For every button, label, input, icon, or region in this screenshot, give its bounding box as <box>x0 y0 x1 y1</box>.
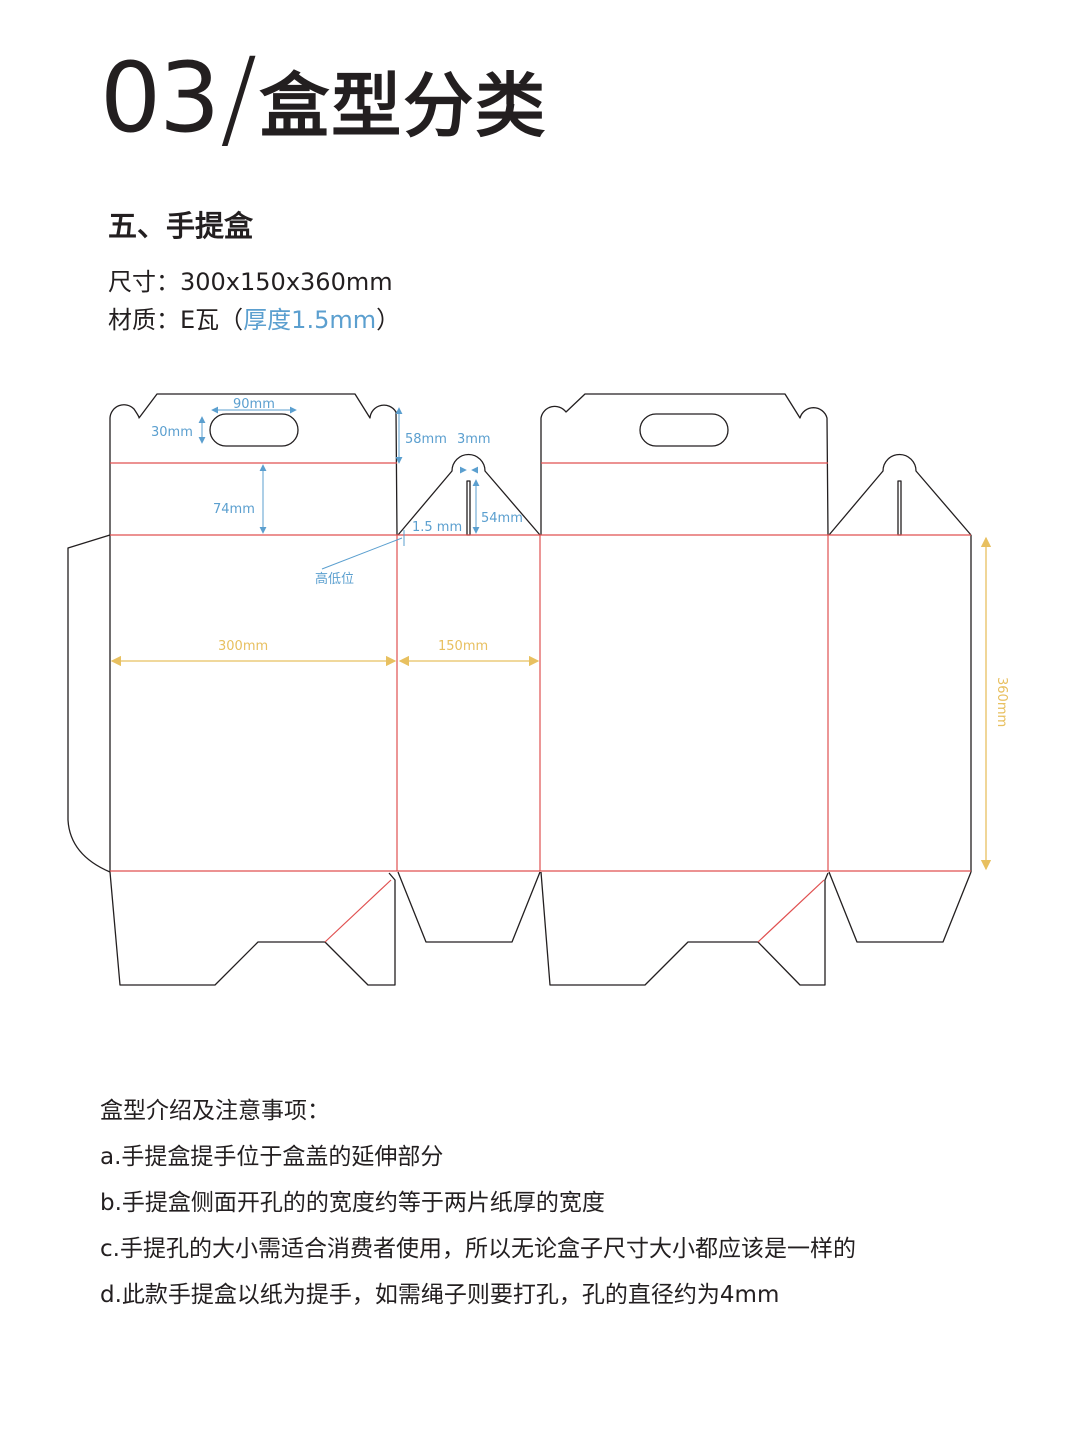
material-end: ） <box>376 306 401 334</box>
label-step: 高低位 <box>315 571 354 587</box>
size-spec: 尺寸：300x150x360mm <box>108 262 393 297</box>
bottom-flap-side-2 <box>828 871 972 943</box>
label-side-width: 150mm <box>438 639 488 654</box>
size-label: 尺寸： <box>108 268 180 296</box>
material-label: 材质： <box>108 306 180 334</box>
label-tab-height: 54mm <box>481 511 523 526</box>
note-item: a.手提盒提手位于盒盖的延伸部分 <box>100 1144 444 1170</box>
section-number: 03 <box>100 42 220 154</box>
notes-block: 盒型介绍及注意事项： a.手提盒提手位于盒盖的延伸部分 b.手提盒侧面开孔的的宽… <box>100 1088 856 1318</box>
note-item: c.手提孔的大小需适合消费者使用，所以无论盒子尺寸大小都应该是一样的 <box>100 1236 856 1262</box>
label-thickness: 1.5 mm <box>412 520 462 535</box>
label-slot-gap: 3mm <box>457 432 491 447</box>
bottom-flap-front <box>109 871 396 986</box>
bottom-flap-side-1 <box>397 871 541 943</box>
body-outline <box>109 535 972 872</box>
notes-heading: 盒型介绍及注意事项： <box>100 1098 330 1124</box>
box-type-heading: 五、手提盒 <box>108 209 254 243</box>
title-slash: / <box>220 34 258 162</box>
note-item: b.手提盒侧面开孔的的宽度约等于两片纸厚的宽度 <box>100 1190 605 1216</box>
material-spec: 材质：E瓦（厚度1.5mm） <box>108 300 400 335</box>
glue-flap <box>67 534 111 873</box>
title-text: 盒型分类 <box>259 65 548 147</box>
size-value: 300x150x360mm <box>180 268 393 296</box>
bottom-flap-back <box>540 871 829 986</box>
label-handle-height: 30mm <box>151 425 193 440</box>
side-slot-1 <box>466 480 471 536</box>
side-slot-2 <box>897 480 902 536</box>
side-top-tab-1 <box>397 453 541 536</box>
material-value: E瓦（ <box>180 306 244 334</box>
crease-diag-2 <box>757 879 825 943</box>
note-item: d.此款手提盒以纸为提手，如需绳子则要打孔，孔的直径约为4mm <box>100 1282 780 1308</box>
side-top-tab-2 <box>828 453 972 536</box>
crease-diag-1 <box>324 879 392 943</box>
step-leader <box>321 537 403 570</box>
label-front-width: 300mm <box>218 639 268 654</box>
front-lid-panel <box>109 393 398 536</box>
back-lid-panel <box>540 393 829 536</box>
material-thickness: 厚度1.5mm <box>243 306 377 334</box>
label-lid-depth: 74mm <box>213 502 255 517</box>
page-title: 03/盒型分类 <box>100 38 547 158</box>
handle-hole-back <box>639 413 729 447</box>
handle-hole-front <box>209 413 299 447</box>
label-body-height: 360mm <box>994 677 1009 727</box>
label-handle-width: 90mm <box>233 397 275 412</box>
label-lid-extension: 58mm <box>405 432 447 447</box>
